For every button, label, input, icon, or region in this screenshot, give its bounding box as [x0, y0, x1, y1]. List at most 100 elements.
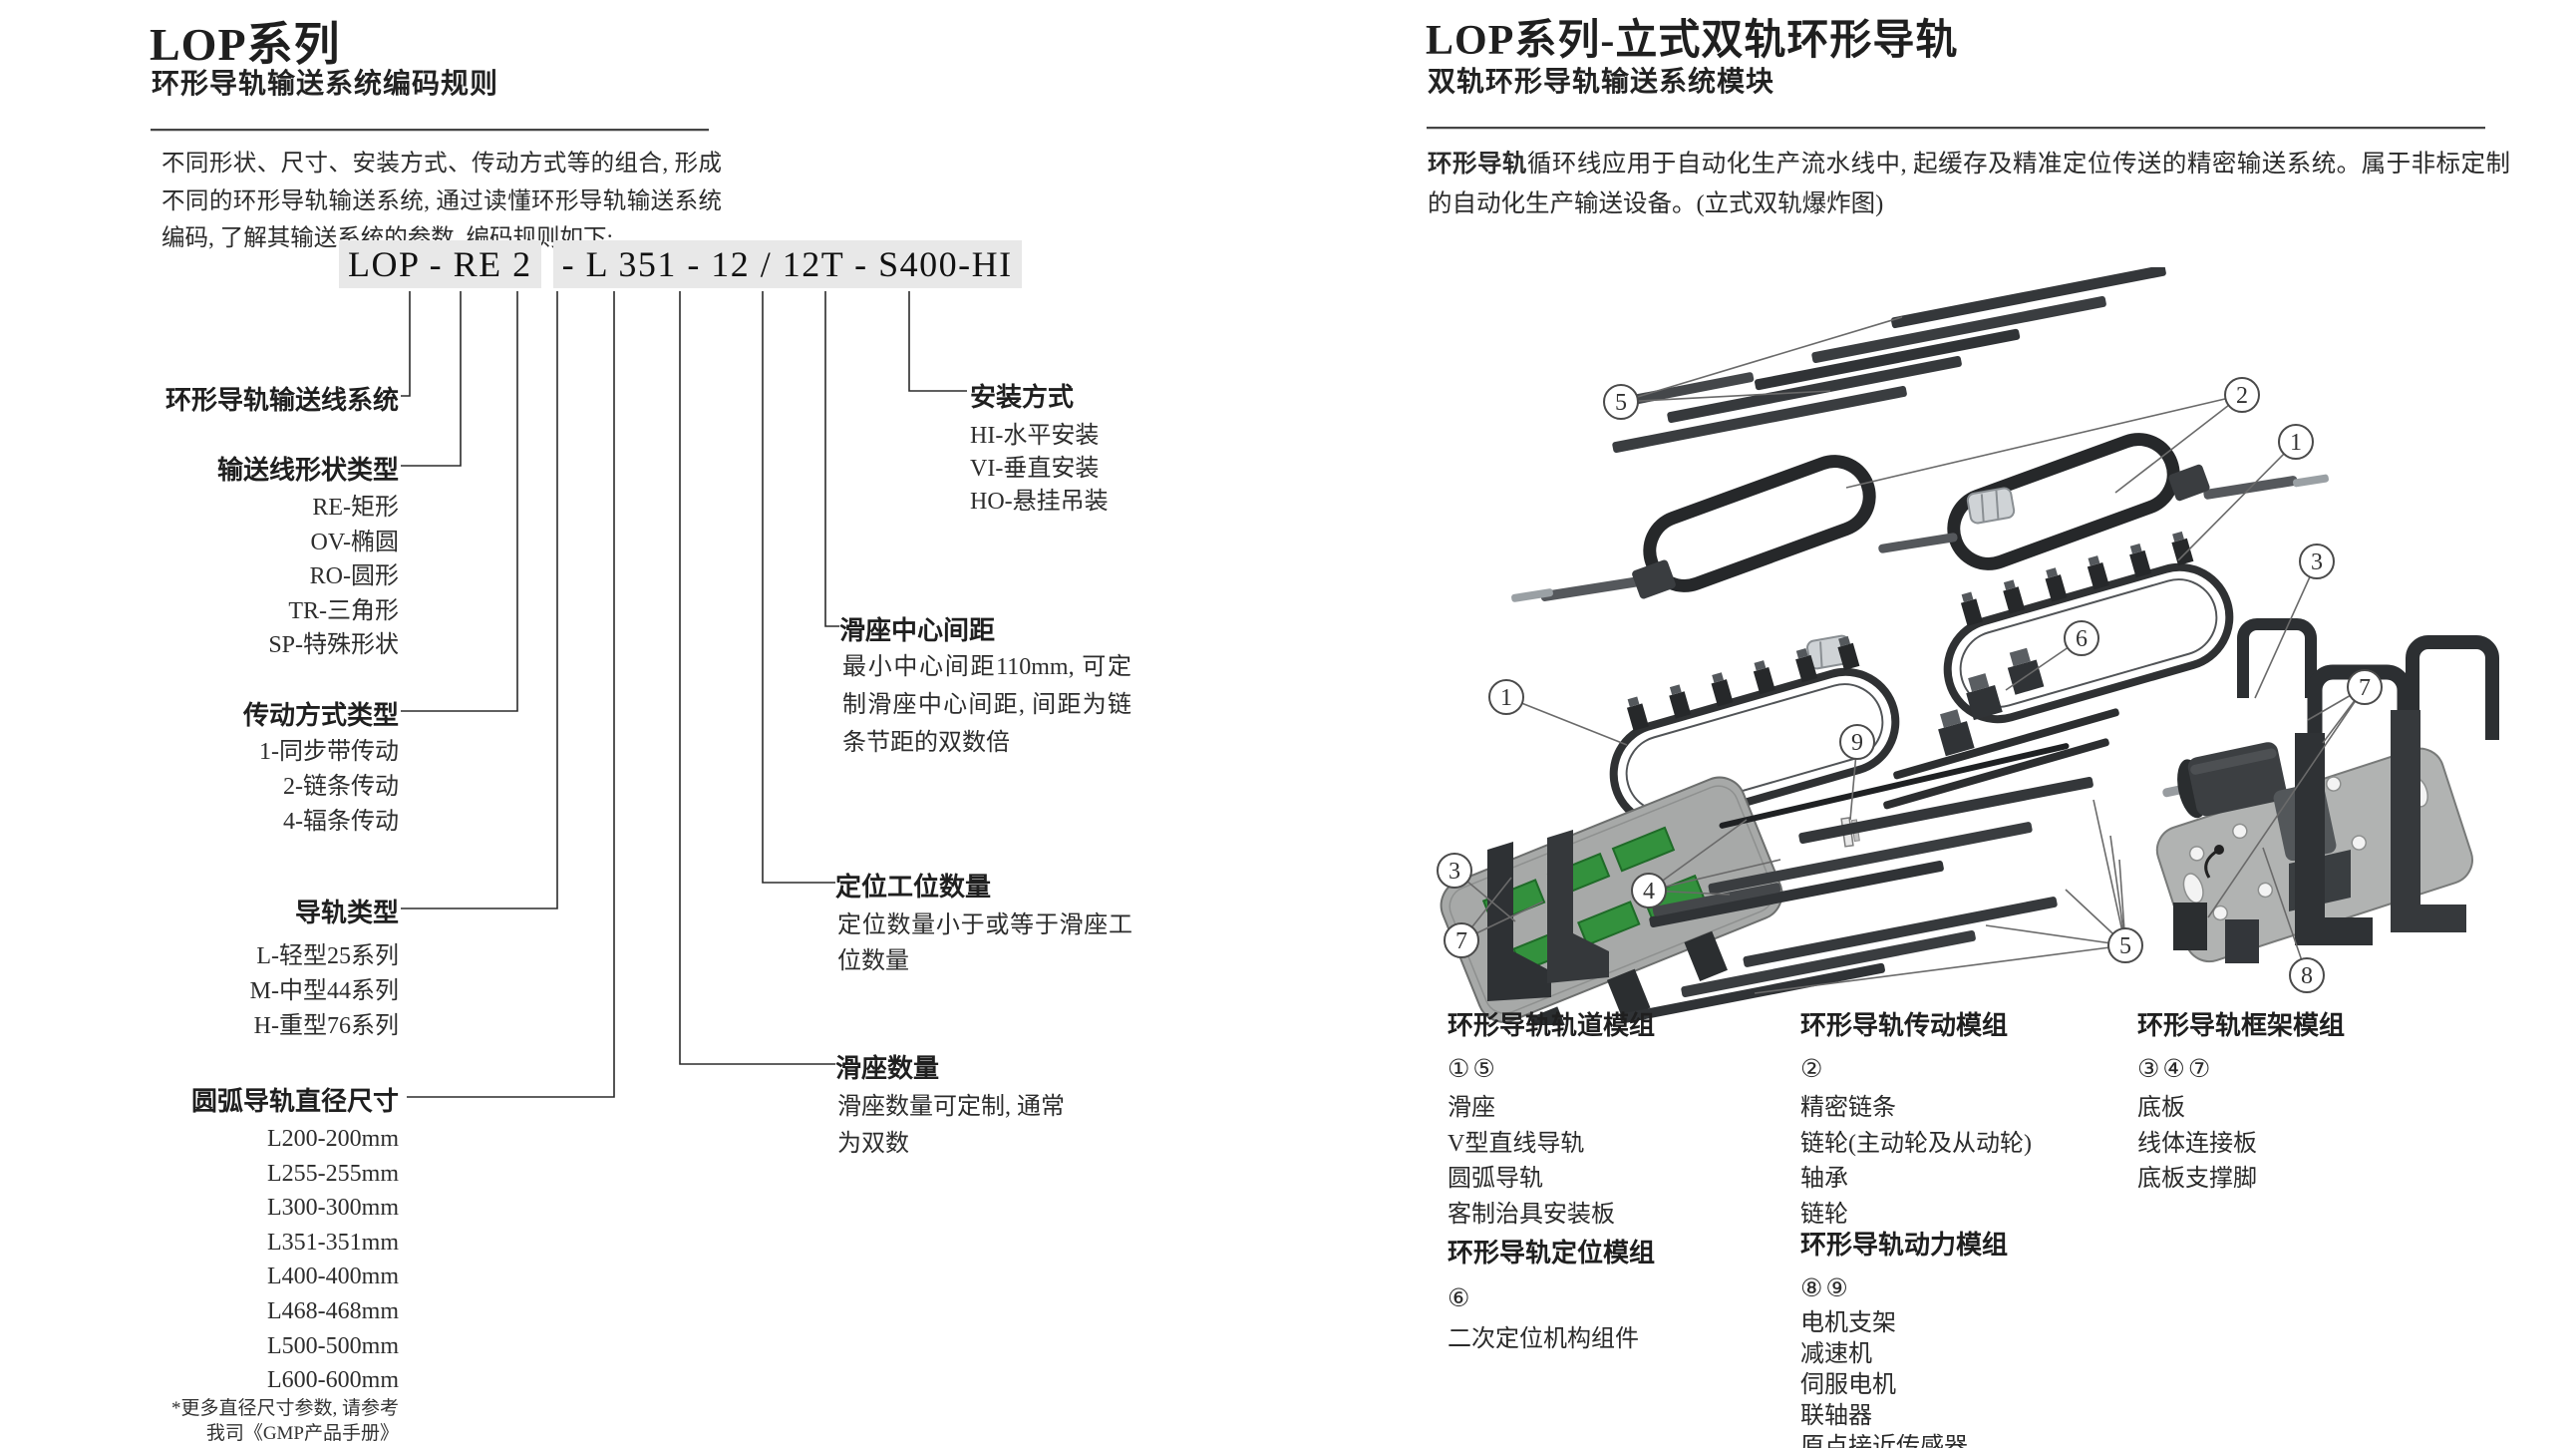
- module-drive: 环形导轨传动模组 ② 精密链条链轮(主动轮及从动轮)轴承链轮: [1800, 1005, 2032, 1233]
- callout-8: 8: [2289, 957, 2325, 993]
- branch-drive-type-label: 传动方式类型: [242, 701, 399, 730]
- list-item: H-重型76系列: [253, 1013, 399, 1039]
- list-item: L255-255mm: [267, 1160, 399, 1187]
- diameter-footnote: *更多直径尺寸参数, 请参考我司《GMP产品手册》: [170, 1398, 399, 1444]
- module-drive-items: 精密链条链轮(主动轮及从动轮)轴承链轮: [1800, 1091, 2032, 1233]
- list-item: L351-351mm: [267, 1229, 399, 1256]
- ring-rail-assemblies: [1609, 531, 2234, 829]
- svg-text:9: 9: [1851, 730, 1863, 756]
- branch-station-count-label: 定位工位数量: [835, 873, 992, 902]
- list-item: 减速机: [1800, 1341, 1872, 1367]
- svg-text:2: 2: [2236, 383, 2248, 409]
- callout-leader-line: [1648, 859, 1781, 892]
- callout-5: 5: [2107, 927, 2143, 963]
- right-intro-bold: 环形导轨: [1428, 151, 1527, 178]
- product-code-part1: LOP - RE 2: [339, 240, 541, 288]
- branch-rail-type-label: 导轨类型: [294, 899, 399, 927]
- list-item: 精密链条: [1800, 1095, 1896, 1121]
- list-item: 伺服电机: [1800, 1372, 1896, 1398]
- product-code: LOP - RE 2 - L 351 - 12 / 12T - S400-HI: [339, 240, 1022, 288]
- svg-text:3: 3: [2311, 549, 2323, 575]
- right-page-subtitle: 双轨环形导轨输送系统模块: [1428, 67, 1775, 98]
- branch-arc-diameter-label: 圆弧导轨直径尺寸: [190, 1087, 399, 1116]
- list-item: 链轮: [1800, 1201, 1848, 1228]
- callout-leader-line: [2207, 686, 2366, 918]
- branch-slider-count-desc: 滑座数量可定制, 通常为双数: [837, 1094, 1065, 1157]
- left-intro-paragraph: 不同形状、尺寸、安装方式、传动方式等的组合, 形成不同的环形导轨输送系统, 通过…: [161, 151, 722, 251]
- list-item: VI-垂直安装: [970, 456, 1100, 482]
- support-feet: [1487, 710, 2466, 1001]
- callout-leader-line: [1845, 394, 2243, 489]
- list-item: 联轴器: [1800, 1403, 1872, 1429]
- callout-leader-line: [1620, 316, 1903, 403]
- callout-1: 1: [2278, 424, 2314, 460]
- callout-9: 9: [1839, 724, 1875, 760]
- svg-text:8: 8: [2301, 963, 2313, 989]
- list-item: 轴承: [1800, 1166, 1848, 1192]
- callout-7: 7: [1444, 922, 1479, 958]
- list-item: RE-矩形: [312, 495, 399, 521]
- list-item: 原点接近传感器: [1800, 1434, 1968, 1448]
- svg-text:7: 7: [1455, 928, 1467, 954]
- callout-leader-line: [1754, 944, 2126, 994]
- module-track-title: 环形导轨轨道模组: [1448, 1011, 1656, 1040]
- list-item: L300-300mm: [267, 1195, 399, 1222]
- list-item: 滑座: [1448, 1095, 1495, 1121]
- branch-slider-count-label: 滑座数量: [835, 1054, 940, 1083]
- left-header-rule: [151, 129, 709, 132]
- module-frame-items: 底板线体连接板底板支撑脚: [2137, 1091, 2345, 1198]
- list-item: 1-同步带传动: [259, 739, 399, 765]
- module-positioning: 环形导轨定位模组 ⑥ 二次定位机构组件: [1448, 1233, 1655, 1357]
- right-page-title: LOP系列-立式双轨环形导轨: [1426, 18, 1959, 64]
- callout-1: 1: [1488, 679, 1524, 715]
- positioning-mechanism: [1883, 647, 2119, 810]
- module-positioning-items: 二次定位机构组件: [1448, 1322, 1655, 1357]
- module-positioning-title: 环形导轨定位模组: [1448, 1239, 1656, 1267]
- module-frame-refs: ③④⑦: [2137, 1054, 2214, 1083]
- branch-shape-type-label: 输送线形状类型: [216, 456, 399, 485]
- list-item: L-轻型25系列: [256, 943, 399, 969]
- list-item: HI-水平安装: [970, 423, 1100, 449]
- svg-text:5: 5: [2119, 933, 2131, 959]
- callout-6: 6: [2064, 620, 2099, 656]
- module-power: 环形导轨动力模组 ⑧⑨ 电机支架减速机伺服电机联轴器原点接近传感器: [1800, 1225, 2008, 1448]
- callout-leader-line: [2109, 835, 2126, 946]
- right-intro-paragraph: 环形导轨循环线应用于自动化生产流水线中, 起缓存及精准定位传送的精密输送系统。属…: [1428, 145, 2510, 224]
- list-item: OV-椭圆: [310, 529, 399, 555]
- top-rail-bars: [1612, 267, 2166, 453]
- list-item: L468-468mm: [267, 1297, 399, 1324]
- left-page-subtitle: 环形导轨输送系统编码规则: [152, 69, 499, 100]
- branch-mounting-label: 安装方式: [970, 383, 1075, 412]
- callout-leader-line: [1505, 696, 1628, 746]
- list-item: SP-特殊形状: [268, 632, 399, 658]
- svg-text:3: 3: [1449, 859, 1460, 885]
- list-item: 电机支架: [1800, 1310, 1896, 1336]
- callout-7: 7: [2347, 669, 2383, 705]
- callout-leader-line: [1620, 390, 1831, 403]
- slider-brackets: [1626, 531, 2194, 731]
- list-item: 4-辐条传动: [283, 809, 399, 835]
- callout-leader-line: [1648, 819, 1748, 892]
- module-power-title: 环形导轨动力模组: [1800, 1231, 2009, 1260]
- code-connector-lines: [401, 291, 967, 1098]
- left-page-title: LOP系列: [150, 19, 341, 70]
- callout-3: 3: [1437, 853, 1472, 889]
- module-drive-refs: ②: [1800, 1054, 1826, 1083]
- list-item: 线体连接板: [2137, 1130, 2257, 1157]
- list-item: 底板: [2137, 1095, 2185, 1121]
- branch-station-count-desc: 定位数量小于或等于滑座工位数量: [837, 912, 1132, 974]
- svg-text:7: 7: [2359, 675, 2371, 701]
- list-item: L600-600mm: [267, 1367, 399, 1394]
- module-power-refs: ⑧⑨: [1800, 1273, 1851, 1302]
- module-drive-title: 环形导轨传动模组: [1800, 1011, 2009, 1040]
- callout-leader-line: [2114, 394, 2243, 494]
- list-item: L200-200mm: [267, 1126, 399, 1152]
- callout-5: 5: [1603, 384, 1639, 420]
- svg-text:1: 1: [2290, 430, 2302, 456]
- list-item: V型直线导轨: [1448, 1130, 1585, 1157]
- list-item: HO-悬挂吊装: [970, 489, 1109, 515]
